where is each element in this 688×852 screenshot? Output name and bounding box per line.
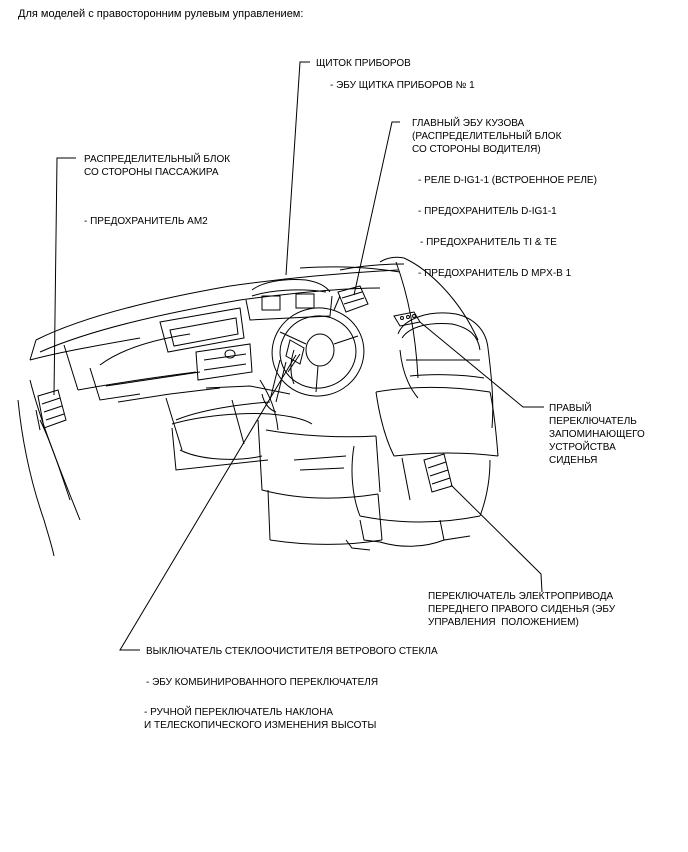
label-fuse-dig1: - ПРЕДОХРАНИТЕЛЬ D-IG1-1: [418, 206, 557, 217]
leader-power-seat-switch: [450, 484, 543, 593]
power-seat-switch: [423, 453, 453, 493]
leader-wiper-switch: [119, 354, 297, 651]
label-instrument-panel: ЩИТОК ПРИБОРОВ: [316, 58, 411, 69]
leader-main-body-ecu: [353, 121, 400, 296]
driver-junction-block: [333, 285, 369, 313]
label-passenger-junction-block: РАСПРЕДЕЛИТЕЛЬНЫЙ БЛОК СО СТОРОНЫ ПАССАЖ…: [84, 154, 231, 178]
seat-memory-switch: [393, 311, 421, 327]
label-power-seat-switch: ПЕРЕКЛЮЧАТЕЛЬ ЭЛЕКТРОПРИВОДА ПЕРЕДНЕГО П…: [428, 591, 616, 628]
diagram-heading: Для моделей с правосторонним рулевым упр…: [18, 8, 304, 20]
label-fuse-dmpx: - ПРЕДОХРАНИТЕЛЬ D MPX-B 1: [418, 268, 572, 279]
label-relay-dig1: - РЕЛЕ D-IG1-1 (ВСТРОЕННОЕ РЕЛЕ): [418, 175, 597, 186]
passenger-junction-block: [35, 389, 67, 431]
label-fuse-ti-te: - ПРЕДОХРАНИТЕЛЬ TI & TE: [420, 237, 557, 248]
label-tilt-telescopic-switch: - РУЧНОЙ ПЕРЕКЛЮЧАТЕЛЬ НАКЛОНА И ТЕЛЕСКО…: [144, 707, 377, 731]
dashboard: [17, 256, 405, 557]
label-meter-ecu: - ЭБУ ЩИТКА ПРИБОРОВ № 1: [330, 80, 475, 91]
steering-column: [261, 339, 305, 413]
label-fuse-am2: - ПРЕДОХРАНИТЕЛЬ AM2: [84, 216, 208, 227]
center-console: [171, 413, 383, 545]
door-pillar: [339, 257, 479, 379]
label-seat-memory-switch: ПРАВЫЙ ПЕРЕКЛЮЧАТЕЛЬ ЗАПОМИНАЮЩЕГО УСТРО…: [549, 403, 645, 466]
leader-instrument-panel: [285, 61, 310, 276]
meter-cluster: [245, 279, 333, 321]
label-combination-switch-ecu: - ЭБУ КОМБИНИРОВАННОГО ПЕРЕКЛЮЧАТЕЛЯ: [146, 677, 379, 688]
steering-wheel: [271, 307, 365, 397]
leader-seat-memory-switch: [419, 321, 544, 408]
label-main-body-ecu: ГЛАВНЫЙ ЭБУ КУЗОВА (РАСПРЕДЕЛИТЕЛЬНЫЙ БЛ…: [412, 118, 562, 155]
driver-seat: [345, 312, 499, 551]
label-wiper-switch: ВЫКЛЮЧАТЕЛЬ СТЕКЛООЧИСТИТЕЛЯ ВЕТРОВОГО С…: [146, 646, 438, 657]
leader-passenger-jb: [53, 157, 76, 396]
